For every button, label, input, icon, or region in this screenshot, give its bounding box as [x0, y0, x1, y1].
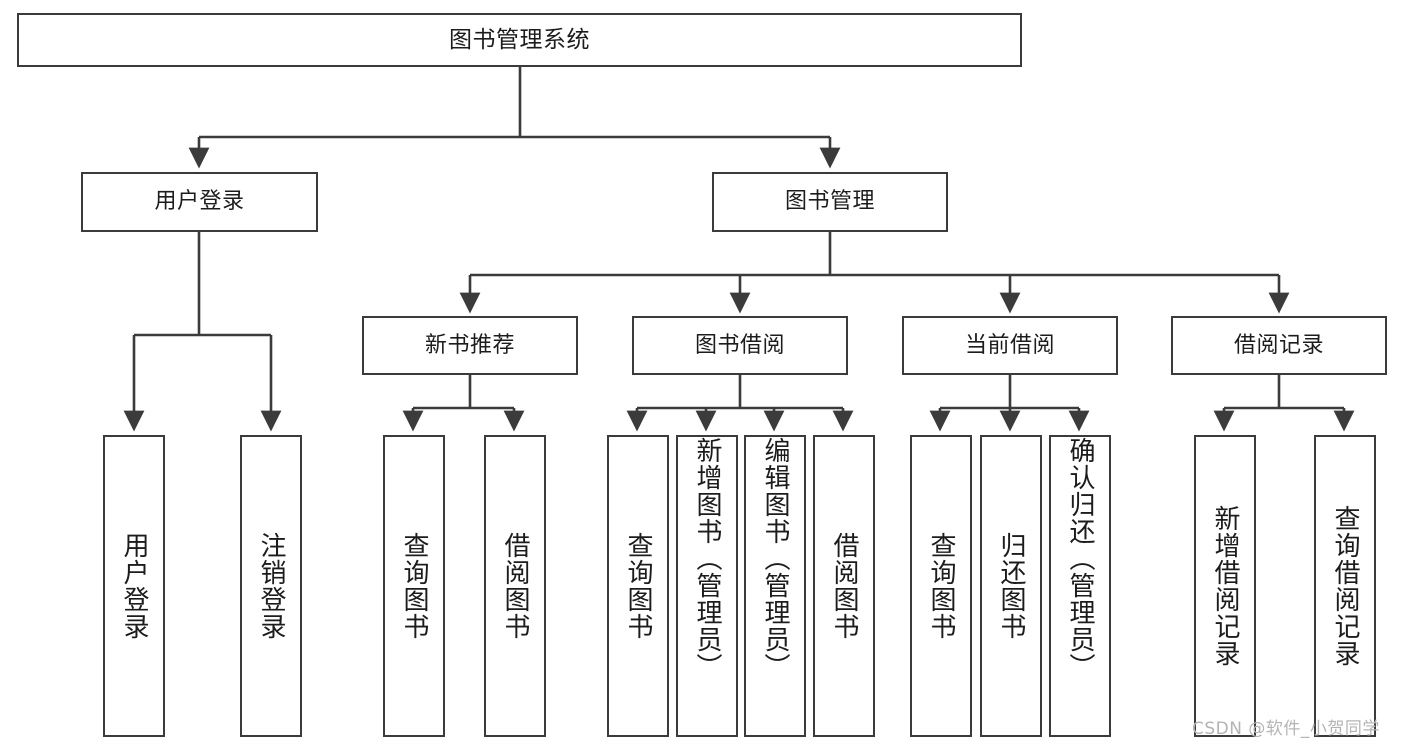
node-borrow-record[interactable]: 借阅记录 [1171, 316, 1387, 375]
node-leaf-query-book-1-label: 查询图书 [399, 532, 429, 640]
node-leaf-query-book-3[interactable]: 查询图书 [910, 435, 972, 737]
node-leaf-user-login-label: 用户登录 [119, 532, 149, 640]
node-leaf-borrow-book-1-label: 借阅图书 [500, 532, 530, 640]
node-borrow-record-label: 借阅记录 [1233, 332, 1324, 358]
node-leaf-add-book-label: 新增图书（管理员） [692, 437, 722, 680]
node-leaf-query-record[interactable]: 查询借阅记录 [1314, 435, 1376, 737]
node-current-borrow-label: 当前借阅 [964, 332, 1055, 358]
node-book-manage[interactable]: 图书管理 [712, 172, 948, 232]
node-book-manage-label: 图书管理 [784, 189, 875, 215]
node-leaf-confirm-return-label: 确认归还（管理员） [1065, 437, 1095, 680]
node-root-label: 图书管理系统 [449, 26, 590, 53]
watermark-text: CSDN @软件_小贺同学 [1192, 719, 1380, 739]
node-book-borrow-label: 图书借阅 [694, 332, 785, 358]
node-leaf-confirm-return[interactable]: 确认归还（管理员） [1049, 435, 1111, 737]
node-leaf-return-book-label: 归还图书 [996, 532, 1026, 640]
node-leaf-borrow-book-2-label: 借阅图书 [829, 532, 859, 640]
node-book-borrow[interactable]: 图书借阅 [632, 316, 848, 375]
node-leaf-add-record-label: 新增借阅记录 [1210, 505, 1240, 667]
node-leaf-query-book-2[interactable]: 查询图书 [607, 435, 669, 737]
node-new-book-rec[interactable]: 新书推荐 [362, 316, 578, 375]
node-user-login-label: 用户登录 [154, 189, 245, 215]
node-new-book-rec-label: 新书推荐 [424, 332, 515, 358]
node-leaf-query-record-label: 查询借阅记录 [1330, 505, 1360, 667]
node-leaf-return-book[interactable]: 归还图书 [980, 435, 1042, 737]
node-leaf-user-login[interactable]: 用户登录 [103, 435, 165, 737]
node-leaf-query-book-2-label: 查询图书 [623, 532, 653, 640]
node-leaf-query-book-1[interactable]: 查询图书 [383, 435, 445, 737]
node-leaf-add-record[interactable]: 新增借阅记录 [1194, 435, 1256, 737]
node-leaf-add-book[interactable]: 新增图书（管理员） [676, 435, 738, 737]
node-current-borrow[interactable]: 当前借阅 [902, 316, 1118, 375]
node-user-login[interactable]: 用户登录 [81, 172, 318, 232]
node-leaf-user-logout[interactable]: 注销登录 [240, 435, 302, 737]
node-leaf-edit-book[interactable]: 编辑图书（管理员） [744, 435, 806, 737]
node-leaf-borrow-book-2[interactable]: 借阅图书 [813, 435, 875, 737]
node-leaf-edit-book-label: 编辑图书（管理员） [760, 437, 790, 680]
node-leaf-user-logout-label: 注销登录 [256, 532, 286, 640]
node-leaf-borrow-book-1[interactable]: 借阅图书 [484, 435, 546, 737]
node-root[interactable]: 图书管理系统 [17, 13, 1022, 67]
node-leaf-query-book-3-label: 查询图书 [926, 532, 956, 640]
